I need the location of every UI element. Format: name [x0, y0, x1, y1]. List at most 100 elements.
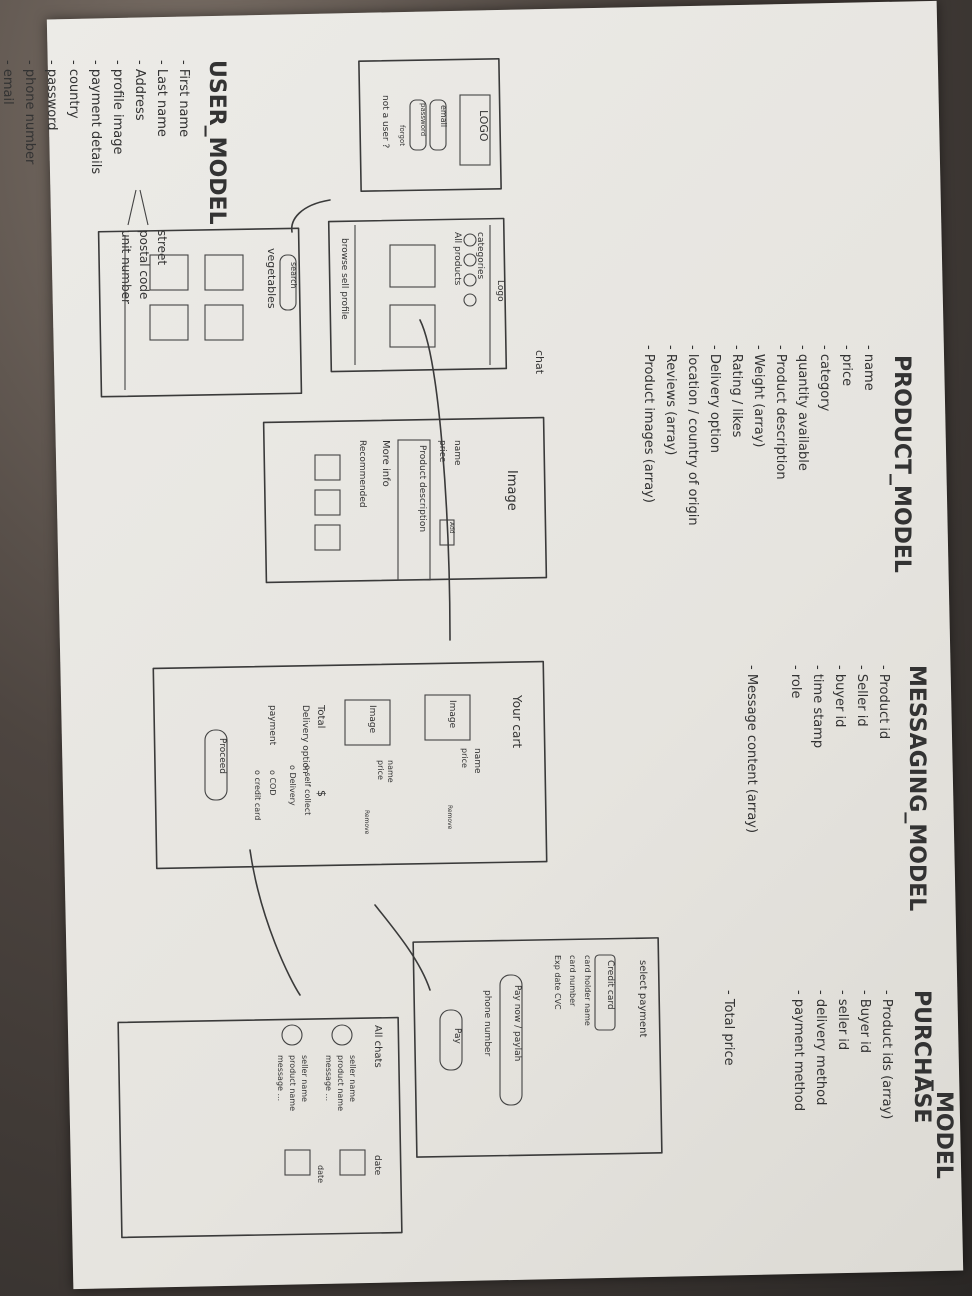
cart-image-label-1: Image [447, 700, 457, 729]
category-circle-3[interactable] [463, 273, 477, 287]
arrow-cart-to-chats [374, 904, 431, 991]
cart-remove-1[interactable]: Remove [446, 805, 453, 830]
payment-credit-card[interactable]: o credit card [253, 770, 262, 820]
payment-cod[interactable]: o COD [268, 770, 277, 795]
card-number-field[interactable]: card number [568, 955, 577, 1007]
messaging-field-3: - buyer id [832, 665, 847, 727]
user-field-4: - profile image [110, 60, 125, 155]
credit-card-option[interactable] [594, 954, 616, 1031]
user-field-6: - country [66, 60, 81, 119]
user-field-2: - Last name [154, 60, 169, 137]
chat-date-1: date [372, 1155, 382, 1176]
pay-button[interactable] [439, 1009, 463, 1071]
password-input[interactable] [409, 99, 427, 151]
product-name: name [452, 440, 462, 466]
product-model-block: PRODUCT_MODEL - name - price - category … [641, 345, 914, 573]
cart-image-label-2: Image [367, 705, 377, 734]
chat-message-1: message ... [324, 1055, 333, 1101]
user-model-title: USER_MODEL [204, 60, 229, 225]
signup-link[interactable]: not a user ? [380, 95, 390, 148]
search-input[interactable] [279, 254, 297, 311]
expiry-cvc-field[interactable]: Exp date CVC [553, 955, 562, 1010]
cart-item-name-1: name [472, 748, 482, 774]
home-frame [327, 217, 508, 373]
purchase-field-5: - payment method [791, 990, 806, 1111]
product-field-9: - location / country of origin [685, 345, 700, 526]
proceed-button[interactable] [204, 729, 228, 801]
product-field-5: - Product description [773, 345, 788, 480]
category-circle-2[interactable] [463, 253, 477, 267]
logo-box [459, 94, 491, 166]
all-chats-title: All chats [372, 1025, 383, 1068]
cart-frame [152, 660, 548, 870]
product-description: Product description [417, 445, 427, 532]
payment-frame [412, 937, 663, 1158]
category-circle-4[interactable] [463, 293, 477, 307]
chat-avatar-2 [281, 1024, 303, 1046]
arrow-home-to-product [419, 319, 451, 641]
product-frame [262, 416, 548, 584]
card-holder-field[interactable]: card holder name [583, 955, 592, 1026]
purchase-field-1: - Product ids (array) [879, 990, 894, 1119]
search-result-2[interactable] [204, 304, 244, 341]
cart-screen-sketch: Your cart Image name price Remove Image … [152, 660, 548, 870]
proceed-label: Proceed [217, 738, 227, 774]
cart-item-price-2: price [376, 760, 385, 780]
search-screen-sketch: search vegetables [97, 227, 303, 398]
category-title: vegetables [265, 248, 278, 309]
purchase-model-block: PURCHASE _MODEL - Product ids (array) - … [721, 990, 956, 1179]
total-amount: $ [315, 790, 328, 797]
search-label: search [289, 262, 298, 289]
product-tile-2[interactable] [389, 304, 436, 348]
paynow-option[interactable] [499, 974, 523, 1106]
more-info-toggle[interactable]: More info [380, 440, 391, 487]
home-screen-sketch: Logo chat categories All products browse… [327, 217, 546, 375]
messaging-field-6: - Message content (array) [744, 665, 759, 833]
recommended-item-2[interactable] [314, 489, 341, 516]
add-label: Add [448, 522, 455, 534]
credit-card-label: Credit card [605, 960, 615, 1010]
product-field-7: - Rating / likes [729, 345, 744, 438]
email-label: email [439, 105, 448, 127]
messaging-field-5: - role [788, 665, 803, 698]
payment-screen-sketch: select payment Credit card card holder n… [412, 937, 663, 1158]
product-image-label: Image [504, 470, 519, 511]
search-result-1[interactable] [204, 254, 244, 291]
category-circle-1[interactable] [463, 233, 477, 247]
search-result-3[interactable] [149, 254, 189, 291]
select-payment-title: select payment [637, 960, 648, 1038]
delivery-self-collect[interactable]: o self collect [303, 765, 312, 815]
messaging-model-block: MESSAGING_MODEL - Product id - Seller id… [744, 665, 929, 911]
search-result-4[interactable] [149, 304, 189, 341]
product-field-11: - Product images (array) [641, 345, 656, 503]
arrow-login-to-search [291, 199, 331, 233]
purchase-field-6: - Total price [721, 990, 736, 1066]
email-input[interactable] [429, 99, 447, 151]
cart-item-price-1: price [460, 748, 469, 768]
pay-label: Pay [452, 1028, 462, 1045]
purchase-field-2: - Buyer id [857, 990, 872, 1053]
cart-item-image-2 [344, 699, 391, 746]
chats-screen-sketch: All chats date seller name product name … [117, 1016, 403, 1239]
chat-avatar-1 [331, 1024, 353, 1046]
payment-label: payment [267, 705, 277, 746]
user-field-8: - phone number [22, 60, 37, 165]
login-frame [358, 57, 502, 193]
chat-button[interactable]: chat [533, 350, 546, 375]
phone-number-field[interactable]: phone number [482, 990, 492, 1056]
password-label: password [419, 103, 427, 136]
recommended-item-1[interactable] [314, 454, 341, 481]
user-field-1: - First name [176, 60, 191, 137]
cart-remove-2[interactable]: Remove [363, 810, 370, 835]
address-arrow [127, 189, 149, 226]
purchase-model-title: PURCHASE [909, 990, 934, 1123]
delivery-option-label: Delivery option [300, 705, 310, 774]
chat-seller-1: seller name [348, 1055, 357, 1102]
bottom-nav-labels[interactable]: browse sell profile [339, 238, 349, 320]
forgot-link[interactable]: forgot [398, 125, 406, 146]
recommended-item-3[interactable] [314, 524, 341, 551]
product-tile-1[interactable] [389, 244, 436, 288]
product-field-6: - Weight (array) [751, 345, 766, 447]
delivery-delivery[interactable]: o Delivery [288, 765, 297, 806]
